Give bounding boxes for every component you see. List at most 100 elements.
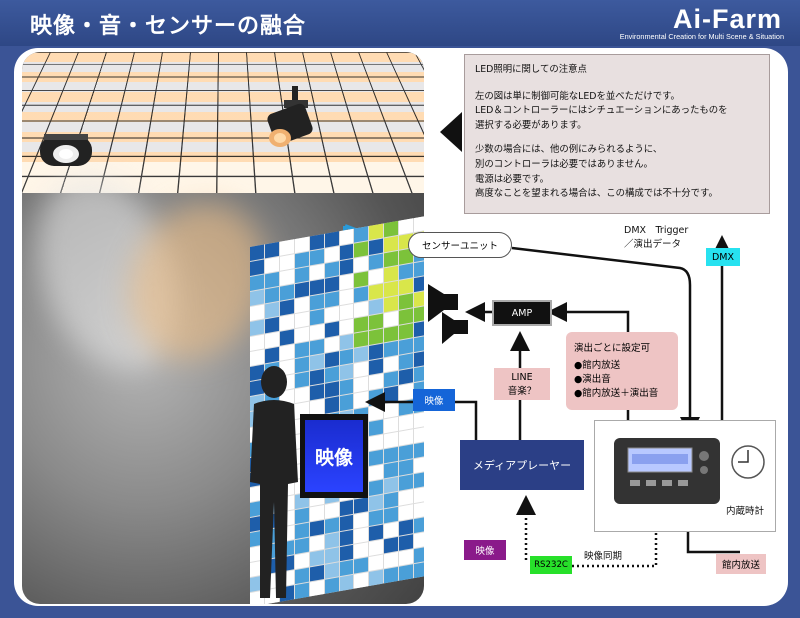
led-tile <box>384 551 399 569</box>
led-tile <box>414 441 424 458</box>
led-tile <box>384 356 399 373</box>
led-tile <box>324 336 339 354</box>
led-tile <box>279 254 294 271</box>
led-tile <box>309 234 324 251</box>
led-tile <box>414 531 424 548</box>
led-tile <box>279 299 294 316</box>
led-tile <box>250 259 264 277</box>
led-tile <box>339 303 354 321</box>
media-player-box: メディアプレーヤー <box>460 440 584 490</box>
led-tile <box>279 314 294 331</box>
led-tile <box>339 364 354 381</box>
led-tile <box>384 476 399 494</box>
led-tile <box>414 426 424 443</box>
notes-para2: 少数の場合には、他の例にみられるように、 別のコントローラは必要ではありません。… <box>475 143 759 201</box>
led-tile <box>264 256 279 274</box>
led-tile <box>399 519 414 536</box>
led-tile <box>339 379 354 396</box>
amp-box: AMP <box>492 300 552 326</box>
led-tile <box>414 501 424 518</box>
led-tile <box>279 269 294 286</box>
led-tile <box>294 326 309 344</box>
led-tile <box>309 294 324 311</box>
person-silhouette-icon <box>250 366 298 598</box>
led-tile <box>309 279 324 296</box>
led-tile <box>384 296 399 313</box>
settings-option: ●館内放送 <box>574 359 621 371</box>
led-tile <box>250 274 264 292</box>
led-tile <box>414 546 424 564</box>
led-tile <box>384 250 399 268</box>
video-tag-purple: 映像 <box>464 540 506 560</box>
led-tile <box>294 281 309 299</box>
led-tile <box>369 419 384 436</box>
led-tile <box>324 291 339 309</box>
brand-tagline: Environmental Creation for Multi Scene &… <box>619 32 784 41</box>
led-tile <box>354 331 369 348</box>
led-tile <box>384 235 399 253</box>
notes-line: 少数の場合には、他の例にみられるように、 <box>475 144 663 156</box>
led-tile <box>414 471 424 488</box>
led-tile <box>354 271 369 288</box>
led-tile <box>369 494 384 511</box>
settings-box: 演出ごとに設定可 ●館内放送 ●演出音 ●館内放送＋演出音 <box>566 332 678 410</box>
led-tile <box>384 371 399 388</box>
led-tile <box>279 344 294 362</box>
led-tile <box>369 569 384 586</box>
led-tile <box>309 534 324 552</box>
led-tile <box>384 386 399 403</box>
led-tile <box>369 464 384 481</box>
led-tile <box>369 524 384 541</box>
led-tile <box>384 326 399 343</box>
led-tile <box>414 215 424 233</box>
led-tile <box>354 376 369 394</box>
led-tile <box>279 284 294 301</box>
led-tile <box>309 324 324 341</box>
led-tile <box>324 396 339 414</box>
led-notes-box: LED照明に関しての注意点 左の図は単に制御可能なLEDを並べただけです。 LE… <box>464 54 770 214</box>
led-tile <box>339 394 354 411</box>
led-tile <box>384 446 399 463</box>
led-tile <box>399 428 414 446</box>
led-tile <box>354 572 369 589</box>
video-tag: 映像 <box>413 389 455 411</box>
notes-line: 別のコントローラは必要ではありません。 <box>475 158 653 170</box>
led-tile <box>399 368 414 386</box>
led-tile <box>309 249 324 266</box>
led-tile <box>399 549 414 566</box>
led-tile <box>324 351 339 369</box>
led-tile <box>339 288 354 306</box>
led-tile <box>414 260 424 278</box>
led-tile <box>354 361 369 378</box>
led-tile <box>339 559 354 577</box>
led-tile <box>414 456 424 473</box>
led-tile <box>369 238 384 256</box>
internal-clock-label: 内蔵時計 <box>726 506 765 517</box>
led-tile <box>339 319 354 336</box>
music-label: 音楽？ <box>507 385 537 397</box>
header-bar: 映像・音・センサーの融合 Ai-Farm Environmental Creat… <box>0 0 800 46</box>
downlight-icon <box>40 134 92 166</box>
led-tile <box>384 311 399 328</box>
led-tile <box>250 319 264 337</box>
led-tile <box>384 281 399 298</box>
led-tile <box>414 411 424 428</box>
led-tile <box>339 273 354 291</box>
notes-line: 選択する必要があります。 <box>475 119 587 131</box>
led-tile <box>354 511 369 529</box>
led-tile <box>399 308 414 325</box>
led-tile <box>399 458 414 476</box>
settings-title: 演出ごとに設定可 <box>574 342 651 354</box>
led-tile <box>369 298 384 316</box>
led-tile <box>369 358 384 376</box>
led-tile <box>264 302 279 319</box>
led-tile <box>339 499 354 516</box>
led-tile <box>399 218 414 235</box>
sensor-unit-box: センサーユニット <box>408 232 512 258</box>
led-tile <box>324 306 339 324</box>
led-tile <box>414 366 424 383</box>
led-tile <box>324 502 339 519</box>
led-tile <box>294 251 309 269</box>
notes-pointer-arrow <box>440 112 462 152</box>
